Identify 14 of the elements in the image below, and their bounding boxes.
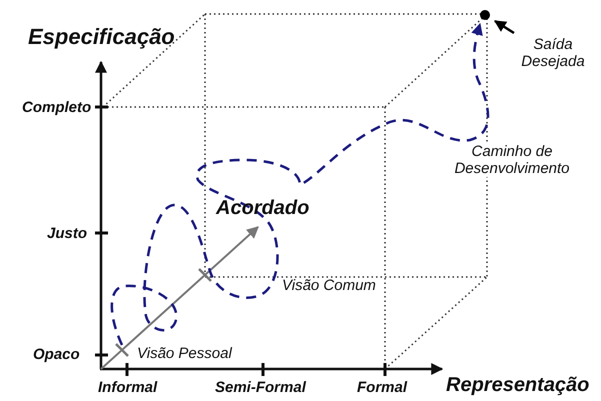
tick-label: Semi-Formal bbox=[215, 379, 306, 396]
target-dot bbox=[480, 10, 490, 20]
axis-title: Representação bbox=[446, 373, 590, 397]
axis-title: Especificação bbox=[28, 24, 175, 50]
tick-label: Opaco bbox=[33, 346, 80, 363]
tick-label: Visão Comum bbox=[282, 277, 376, 294]
tick-label: Informal bbox=[98, 379, 158, 396]
tick-label: Formal bbox=[357, 379, 408, 396]
tick-label: Completo bbox=[22, 99, 92, 116]
tick-label: Justo bbox=[47, 225, 88, 242]
leader-arrow bbox=[494, 20, 515, 34]
axis-title: Acordado bbox=[216, 196, 310, 220]
callout-text: Saída Desejada bbox=[518, 36, 588, 70]
tick-label: Visão Pessoal bbox=[137, 345, 232, 362]
